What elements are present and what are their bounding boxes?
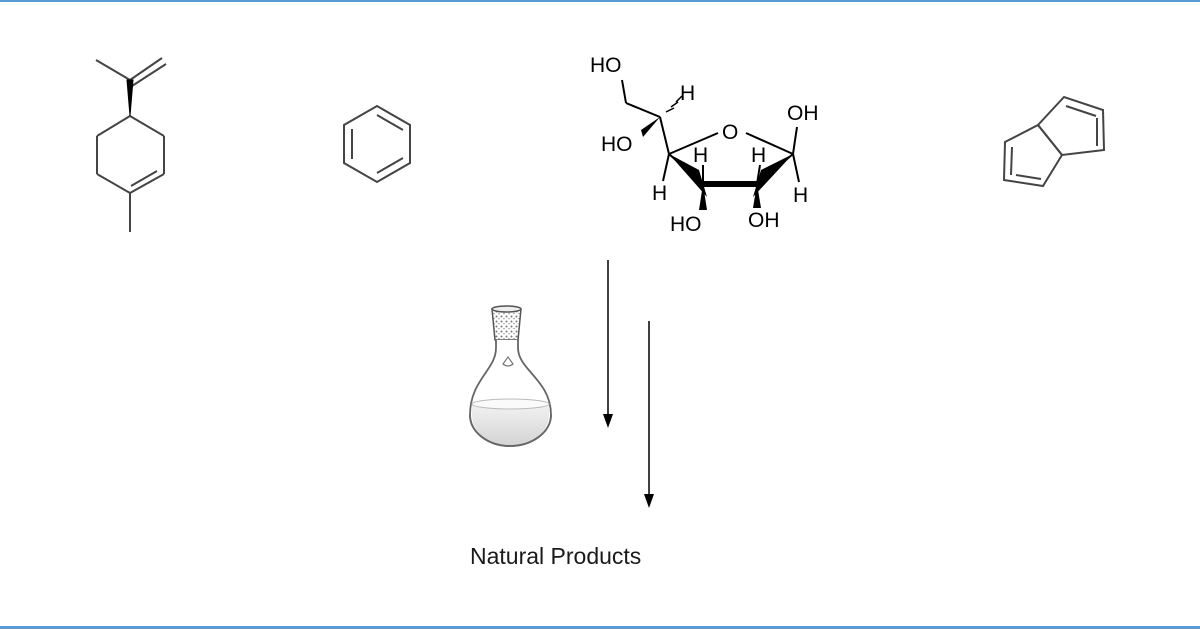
reaction-arrow-icon bbox=[644, 321, 654, 508]
label-ho-top: HO bbox=[590, 54, 622, 77]
benzene-structure-icon bbox=[343, 104, 411, 184]
label-oh-bottom: OH bbox=[748, 209, 780, 232]
label-h-c1: H bbox=[793, 184, 808, 207]
label-h-c2: H bbox=[751, 144, 766, 167]
erlenmeyer-flask-icon bbox=[469, 305, 552, 447]
label-ho-bottom: HO bbox=[670, 213, 702, 236]
label-ho-left: HO bbox=[601, 133, 633, 156]
label-h-c3: H bbox=[693, 144, 708, 167]
label-h-top: H bbox=[680, 82, 695, 105]
reaction-arrow-icon bbox=[603, 260, 613, 428]
label-ring-o: O bbox=[722, 121, 738, 144]
caption-natural-products: Natural Products bbox=[470, 543, 642, 569]
pentalene-structure-icon bbox=[1002, 95, 1106, 188]
label-h-c4: H bbox=[652, 182, 667, 205]
limonene-structure-icon bbox=[95, 57, 167, 232]
furanose-sugar-structure-icon: HO H HO O OH H H H H HO OH bbox=[590, 54, 819, 236]
label-oh-right: OH bbox=[787, 102, 819, 125]
